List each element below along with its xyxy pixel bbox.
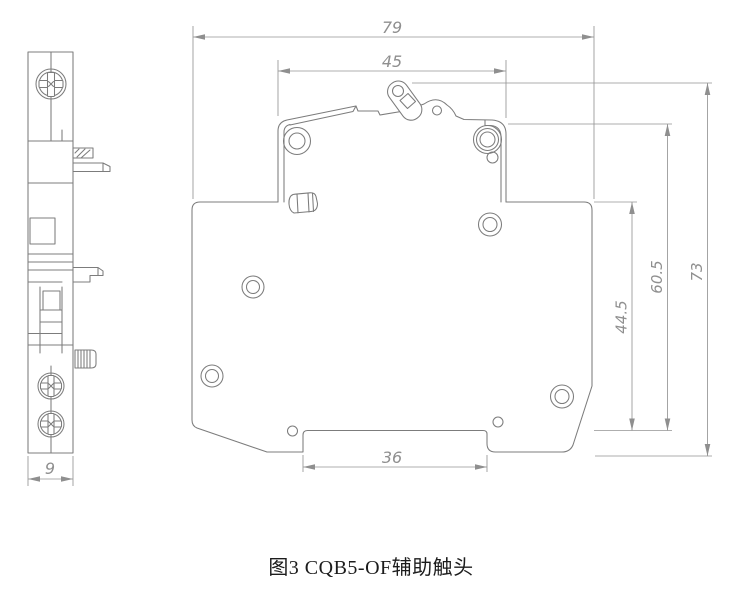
- rivet-lower-left: [200, 364, 224, 388]
- rivet-center-left: [241, 275, 265, 299]
- side-body-outline: [27, 51, 74, 454]
- dim-label-36: 36: [382, 448, 402, 467]
- dimension-body-height: 44.5: [594, 201, 637, 431]
- side-terminal-blade-lower: [72, 266, 104, 283]
- dimension-overall-height: 73: [412, 82, 712, 457]
- side-terminal-tab: [72, 147, 94, 159]
- rivet-lower-right: [549, 384, 575, 409]
- rivet-upper-left: [282, 126, 312, 156]
- side-clamp-detail: [27, 286, 74, 354]
- side-terminal-blade-upper: [72, 162, 111, 173]
- inner-wall-left: [283, 123, 291, 203]
- mounting-clip: [288, 192, 319, 214]
- side-band-lines: [27, 253, 74, 283]
- rivet-upper-right: [472, 124, 503, 164]
- dimension-overall-width: 79: [192, 18, 595, 199]
- dim-label-44-5: 44.5: [613, 300, 631, 333]
- rivet-center-right: [477, 212, 503, 237]
- dimension-upper-width: 45: [277, 52, 507, 118]
- pivot-hole: [431, 105, 443, 116]
- side-knurled-knob: [74, 349, 97, 369]
- top-rib-line: [289, 105, 357, 126]
- dim-label-9: 9: [45, 459, 55, 478]
- lever-hole: [391, 84, 405, 98]
- main-body-outline: [191, 201, 593, 453]
- side-window: [29, 217, 56, 245]
- hole-notch-left: [286, 425, 299, 437]
- screw-head-top: [35, 68, 67, 100]
- dim-label-45: 45: [382, 52, 402, 71]
- dim-label-73: 73: [688, 262, 706, 281]
- dim-label-79: 79: [382, 18, 402, 37]
- upper-housing-profile: [277, 99, 507, 203]
- screw-head-middle: [37, 372, 65, 400]
- hole-notch-right: [492, 416, 504, 428]
- front-view: [191, 80, 593, 453]
- toggle-lever: [387, 80, 423, 121]
- lever-square-hole: [399, 92, 417, 110]
- figure-caption: 图3 CQB5-OF辅助触头: [268, 556, 473, 579]
- side-view: [27, 51, 111, 454]
- dimension-side-width: 9: [27, 456, 74, 486]
- dim-label-60-5: 60.5: [648, 260, 666, 293]
- dimension-notch-width: 36: [302, 448, 488, 472]
- screw-head-bottom: [37, 410, 65, 438]
- dimension-step-height: 60.5: [508, 123, 672, 431]
